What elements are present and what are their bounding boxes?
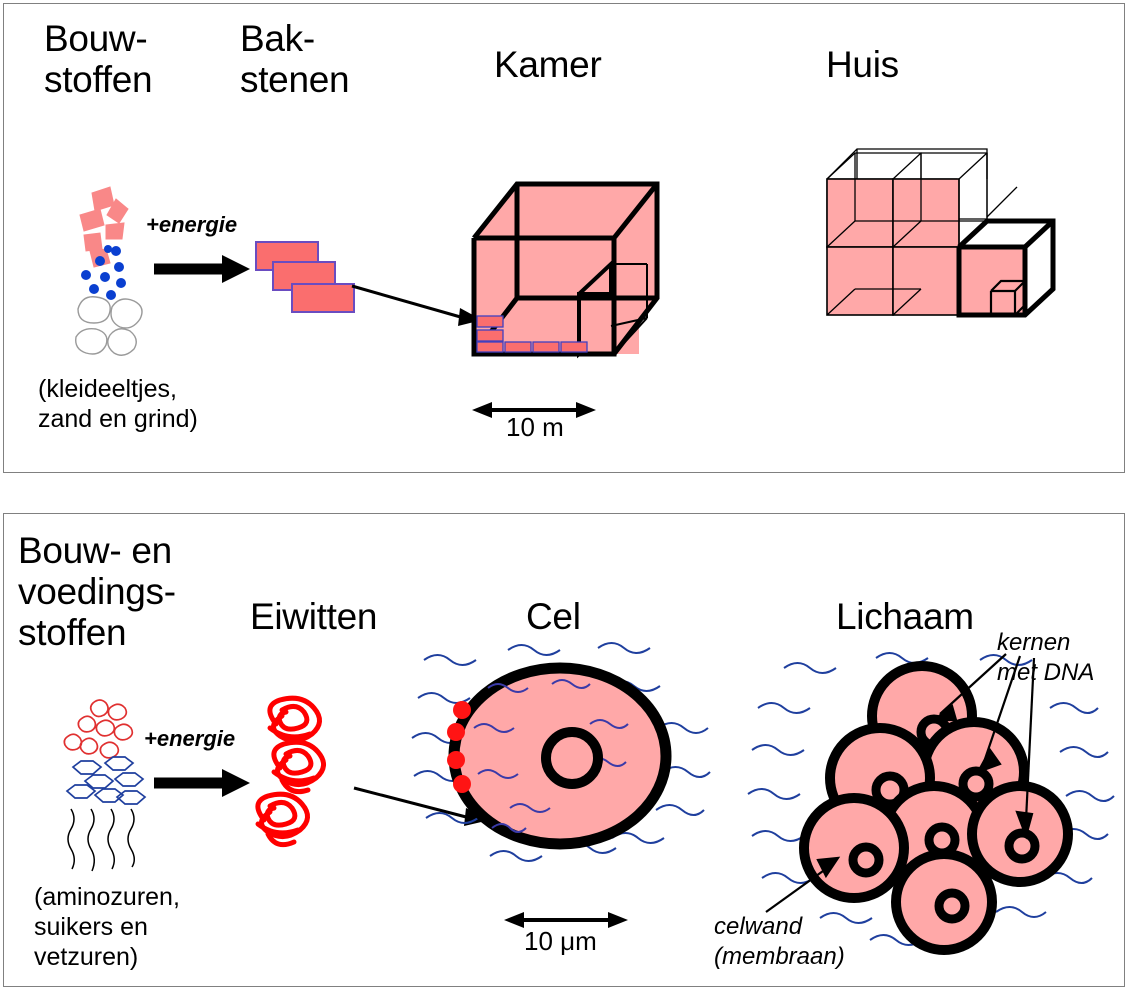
heading-eiwitten: Eiwitten (250, 596, 378, 637)
protein-coil-3 (255, 791, 310, 848)
body-cell-cluster (744, 622, 1124, 972)
house-cube-stack (799, 139, 1089, 389)
heading-huis: Huis (826, 44, 899, 85)
clay-particles-icon (79, 186, 129, 268)
pointer-brick-to-room (351, 284, 482, 330)
panel-nutrients-body: Bouw- en voedings- stoffen Eiwitten Cel … (3, 513, 1125, 987)
heading-bouw-en-voedingsstoffen: Bouw- en voedings- stoffen (18, 530, 176, 653)
raw-materials-group (64, 179, 184, 359)
heading-kamer: Kamer (494, 44, 602, 85)
body-cell (967, 781, 1073, 887)
caption-building-materials: (kleideeltjes, zand en grind) (38, 375, 198, 433)
house-front-cubes (826, 152, 1054, 316)
annotation-celwand-membraan: celwand (membraan) (714, 913, 845, 970)
energy-label-top: +energie (146, 212, 238, 237)
fatty-acids-icon (67, 808, 135, 872)
body-cell (799, 793, 909, 903)
scale-bar-10um (504, 909, 628, 931)
gravel-pebbles-icon (75, 296, 143, 356)
scale-label-10um: 10 μm (524, 926, 597, 956)
arrow-energy-bottom (152, 766, 252, 800)
scale-bar-10m (472, 399, 596, 421)
protein-coil-1 (267, 695, 322, 743)
arrow-energy-top (152, 252, 252, 286)
protein-coils-group (255, 694, 366, 874)
cell-diagram (411, 632, 712, 902)
caption-nutrients: (aminozuren, suikers en vetzuren) (34, 883, 180, 971)
protein-coil-2 (271, 739, 326, 795)
heading-bouwstoffen: Bouw- stoffen (44, 18, 153, 100)
membrane-proteins-icon (447, 701, 471, 793)
bricks-group (254, 240, 374, 330)
sand-grains-icon (81, 245, 126, 300)
leader-line-membrane (765, 856, 841, 913)
room-cube (469, 176, 669, 359)
body-cells (799, 661, 1073, 955)
leader-lines-nuclei (930, 653, 1036, 840)
heading-bakstenen: Bak- stenen (240, 18, 350, 100)
mini-bricks-in-room (476, 315, 588, 353)
body-cell (891, 849, 997, 955)
scale-label-10m: 10 m (506, 412, 564, 442)
amino-acids-icon (63, 699, 134, 759)
heading-cel: Cel (526, 596, 581, 637)
cell-nucleus (541, 727, 603, 789)
house-mini-room-cube (989, 279, 1027, 317)
brick-3 (291, 283, 355, 313)
panel-building-materials-house: Bouw- stoffen Bak- stenen Kamer Huis +en… (3, 3, 1125, 473)
energy-label-bottom: +energie (144, 726, 236, 751)
nutrient-molecules-group (59, 697, 179, 877)
sugars-icon (65, 756, 147, 805)
heading-lichaam: Lichaam (836, 596, 974, 637)
